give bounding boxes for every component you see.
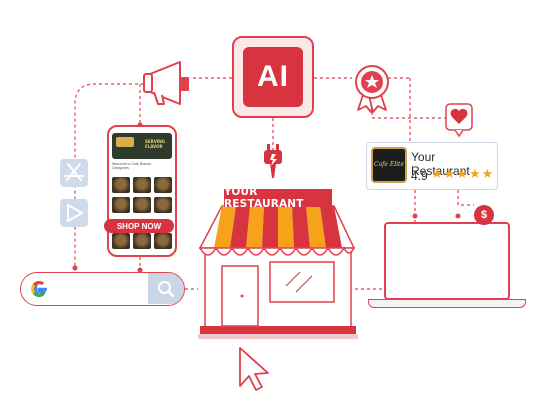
- food-image: [133, 197, 151, 213]
- phone-welcome-text: Welcome to Cafe Ilhando Categories: [112, 162, 172, 170]
- food-image: [154, 197, 172, 213]
- app-store-icon: [60, 159, 88, 187]
- search-bar[interactable]: [20, 272, 185, 306]
- power-plug-icon: [264, 144, 282, 178]
- laptop-base: [368, 299, 526, 308]
- food-image: [154, 233, 172, 249]
- google-icon: [30, 280, 47, 298]
- phone-hero-tagline: SERVING FLAVOR: [145, 139, 165, 149]
- search-button[interactable]: [148, 273, 184, 304]
- food-image: [112, 177, 130, 193]
- phone-logo: [116, 137, 134, 147]
- ai-label: AI: [243, 47, 303, 107]
- rating-stars: ★★★★★: [431, 166, 495, 181]
- laptop-screen: [384, 222, 510, 300]
- restaurant-name: Your Restaurant: [411, 150, 470, 178]
- dollar-icon: $: [474, 205, 494, 225]
- play-store-icon: [60, 199, 88, 227]
- phone-mockup: SERVING FLAVOR Welcome to Cafe Ilhando C…: [107, 125, 177, 257]
- restaurant-logo: Cafe Elite: [371, 147, 407, 183]
- storefront: [198, 205, 358, 339]
- section-label: Categories: [112, 166, 129, 170]
- review-card: Cafe Elite Your Restaurant 4.9 ★★★★★: [366, 142, 498, 190]
- heart-icon: [445, 103, 473, 138]
- search-icon: [158, 280, 175, 297]
- award-ribbon-icon: [355, 65, 389, 113]
- cursor-icon: [239, 347, 269, 391]
- food-image: [112, 197, 130, 213]
- rating-value: 4.9: [411, 169, 428, 183]
- ai-box: AI: [232, 36, 314, 118]
- food-image: [133, 177, 151, 193]
- food-image: [133, 233, 151, 249]
- megaphone-icon: [143, 61, 189, 105]
- food-image: [154, 177, 172, 193]
- phone-hero-banner: SERVING FLAVOR: [112, 133, 172, 159]
- shop-now-button[interactable]: SHOP NOW: [104, 219, 174, 233]
- food-image: [112, 233, 130, 249]
- store-sign: YOUR RESTAURANT: [224, 186, 332, 210]
- welcome-text: Welcome to Cafe Ilhando: [112, 162, 152, 166]
